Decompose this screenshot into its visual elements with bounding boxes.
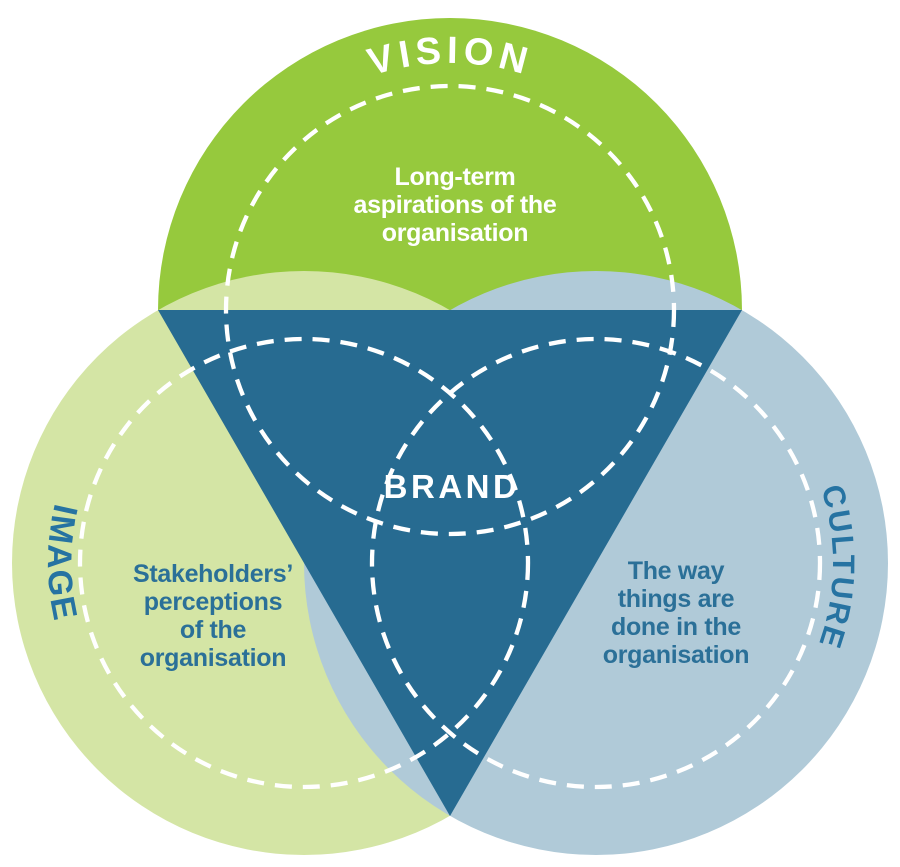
vision-dashed-ring: [223, 83, 677, 537]
image-ring-label: IMAGE: [40, 501, 85, 625]
image-description-line: of the: [179, 616, 247, 644]
image-description: Stakeholders’ perceptions of the organis…: [73, 560, 353, 672]
culture-dashed-ring: [369, 336, 823, 790]
vision-description: Long-term aspirations of the organisatio…: [300, 163, 610, 247]
culture-description: The way things are done in the organisat…: [536, 557, 816, 669]
vision-description-line: aspirations of the: [353, 191, 557, 219]
culture-description-line: things are: [617, 585, 735, 613]
culture-description-line: The way: [627, 557, 725, 585]
culture-description-line: done in the: [610, 613, 742, 641]
image-description-line: perceptions: [143, 588, 283, 616]
brand-center-label: BRAND: [384, 468, 521, 505]
vision-description-line: organisation: [381, 219, 529, 247]
culture-description-line: organisation: [602, 641, 750, 669]
image-description-line: Stakeholders’: [132, 560, 294, 588]
image-description-line: organisation: [139, 644, 287, 672]
image-dashed-ring: [77, 336, 531, 790]
brand-core-triangle: [158, 310, 742, 816]
vision-description-line: Long-term: [394, 163, 516, 191]
